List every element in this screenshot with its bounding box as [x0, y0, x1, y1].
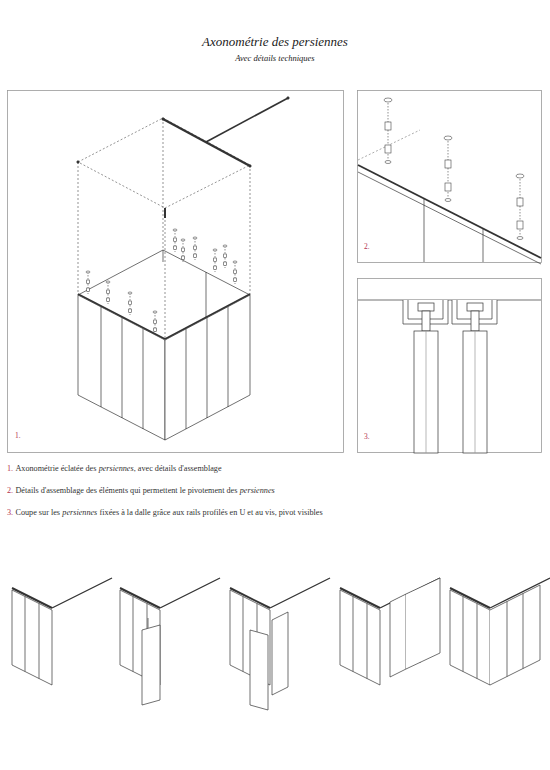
opening-sequence: [12, 578, 550, 710]
pivot-pins: [86, 229, 237, 334]
caption-text: Axonométrie éclatée des: [15, 464, 96, 473]
caption-text: persiennes: [62, 508, 97, 517]
caption-text: persiennes: [99, 464, 134, 473]
caption-line: 2.Détails d'assemblage des éléments qui …: [7, 486, 275, 495]
subtitle: Avec détails techniques: [0, 53, 550, 63]
caption-text: persiennes: [240, 486, 275, 495]
caption-line: 1.Axonométrie éclatée despersiennes, ave…: [7, 464, 222, 473]
caption-line: 3.Coupe sur lespersiennesfixées à la dal…: [7, 508, 323, 517]
caption-text: fixées à la dalle grâce aux rails profil…: [100, 508, 323, 517]
caption-text: Détails d'assemblage des éléments qui pe…: [15, 486, 237, 495]
callout-number: 3.: [7, 508, 13, 517]
callout-number: 1.: [15, 431, 21, 440]
pivot-detail: [358, 98, 541, 264]
callout-number: 2.: [7, 486, 13, 495]
callout-number: 3.: [364, 432, 370, 441]
exploded-axonometry: [77, 97, 289, 440]
title: Axonométrie des persiennes: [0, 34, 550, 50]
caption-text: , avec détails d'assemblage: [134, 464, 222, 473]
panel-frame: [8, 91, 542, 453]
callout-number: 1.: [7, 464, 13, 473]
caption-text: Coupe sur les: [15, 508, 60, 517]
rail-section: [358, 300, 541, 453]
callout-number: 2.: [364, 242, 370, 251]
